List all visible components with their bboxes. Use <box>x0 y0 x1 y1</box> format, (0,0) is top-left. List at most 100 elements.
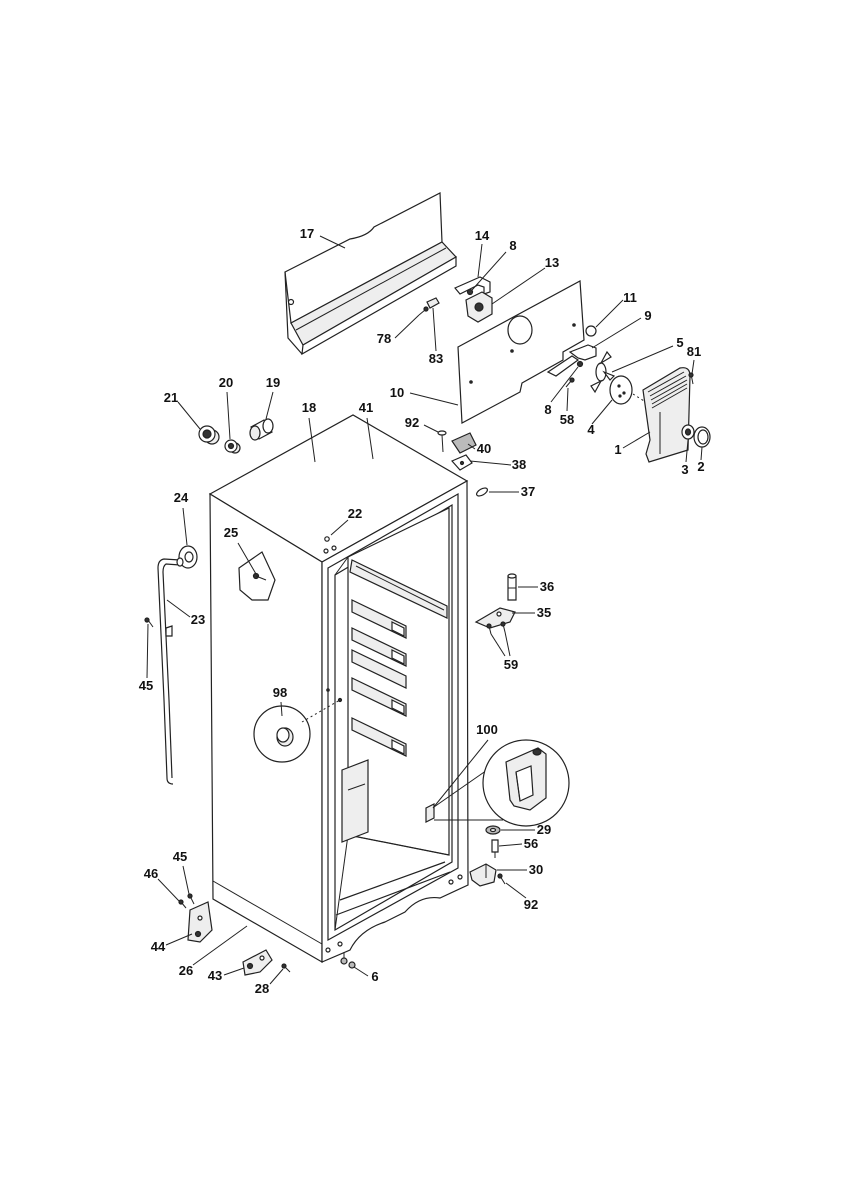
leader-59-a <box>490 633 506 657</box>
leader-58 <box>566 387 569 412</box>
leader-78 <box>394 314 420 339</box>
callout-23: 23 <box>191 612 205 627</box>
callout-45-bottom: 45 <box>173 849 187 864</box>
leader-9 <box>591 317 642 349</box>
part-43-hinge <box>242 949 273 976</box>
part-11-grommet <box>585 325 597 337</box>
leader-20 <box>226 391 231 440</box>
part-26-cabinet <box>208 414 469 964</box>
part-40-cone <box>451 432 477 454</box>
callout-22: 22 <box>348 506 362 521</box>
leader-81 <box>691 359 695 375</box>
callout-81: 81 <box>687 344 701 359</box>
part-1-air-duct <box>642 367 691 463</box>
leader-17 <box>319 235 346 249</box>
part-23-rod <box>157 557 184 785</box>
part-19-sleeve <box>249 418 274 441</box>
part-56-pin <box>491 839 499 858</box>
part-6-leveling-screws <box>340 952 356 969</box>
part-100-bracket <box>425 767 503 823</box>
callout-2: 2 <box>697 459 704 474</box>
leader-14 <box>477 243 483 278</box>
leader-46 <box>157 878 180 902</box>
callout-78: 78 <box>377 331 391 346</box>
callout-44: 44 <box>151 939 166 954</box>
leader-22 <box>330 519 349 536</box>
callout-92-bottom: 92 <box>524 897 538 912</box>
callout-24: 24 <box>174 490 189 505</box>
part-78-screw <box>418 306 429 316</box>
leader-28 <box>269 968 284 985</box>
leader-40 <box>467 443 476 450</box>
leader-98 <box>280 701 283 717</box>
part-59-screws <box>486 621 506 635</box>
leader-4 <box>591 399 613 425</box>
part-9-motor-bracket <box>568 344 597 361</box>
part-46-screw <box>178 899 187 909</box>
callout-19: 19 <box>266 375 280 390</box>
callout-8-lower: 8 <box>544 402 551 417</box>
leader-25 <box>237 542 257 575</box>
leader-19 <box>265 391 274 420</box>
callout-40: 40 <box>477 441 491 456</box>
part-30-bracket <box>469 863 497 887</box>
leader-44 <box>165 933 193 946</box>
callout-58: 58 <box>560 412 574 427</box>
leader-100 <box>432 739 489 809</box>
callout-11: 11 <box>623 290 637 305</box>
callout-38: 38 <box>512 457 526 472</box>
callout-36: 36 <box>540 579 554 594</box>
leader-5 <box>611 345 674 373</box>
part-37-pin <box>475 487 489 497</box>
leader-6 <box>353 966 369 977</box>
callout-45-left: 45 <box>139 678 153 693</box>
part-17-top-cover <box>284 192 457 356</box>
part-58-screw <box>565 377 575 388</box>
callout-18: 18 <box>302 400 316 415</box>
callout-98: 98 <box>273 685 287 700</box>
part-29-washer <box>485 825 501 835</box>
leader-38 <box>469 460 512 466</box>
part-21-knob <box>198 425 220 445</box>
part-2-cap <box>693 426 711 448</box>
part-8-screw-top <box>466 288 474 296</box>
callout-92-top: 92 <box>405 415 419 430</box>
callout-9: 9 <box>644 308 651 323</box>
leader-43 <box>223 967 245 976</box>
callout-10: 10 <box>390 385 404 400</box>
part-38-hinge-plate <box>450 454 473 471</box>
callout-28: 28 <box>255 981 269 996</box>
leader-23 <box>166 599 191 618</box>
part-28-screw <box>281 963 291 973</box>
leader-92-bottom <box>505 882 527 899</box>
callout-100: 100 <box>476 722 498 737</box>
callout-26: 26 <box>179 963 193 978</box>
part-92-screw-bottom <box>497 873 506 885</box>
leader-26 <box>192 925 248 966</box>
part-8-lever <box>546 355 584 377</box>
part-3-ring <box>681 424 695 440</box>
leader-24 <box>182 507 188 546</box>
callout-59: 59 <box>504 657 518 672</box>
callout-46: 46 <box>144 866 158 881</box>
callout-56: 56 <box>524 836 538 851</box>
callout-4: 4 <box>587 422 595 437</box>
leader-83 <box>432 307 437 352</box>
callout-6: 6 <box>371 969 378 984</box>
callout-30: 30 <box>529 862 543 877</box>
leader-10 <box>409 392 459 406</box>
callout-29: 29 <box>537 822 551 837</box>
callout-83: 83 <box>429 351 443 366</box>
callout-3: 3 <box>681 462 688 477</box>
leader-2 <box>700 446 703 461</box>
leader-3 <box>685 439 689 463</box>
detail-circle-98 <box>253 705 311 763</box>
callout-13: 13 <box>545 255 559 270</box>
leader-1 <box>622 431 651 449</box>
leader-56 <box>498 843 523 847</box>
part-20-control <box>224 439 241 454</box>
part-5-fan-blade <box>590 350 616 394</box>
callout-14: 14 <box>475 228 490 243</box>
leader-92-top <box>423 424 439 433</box>
